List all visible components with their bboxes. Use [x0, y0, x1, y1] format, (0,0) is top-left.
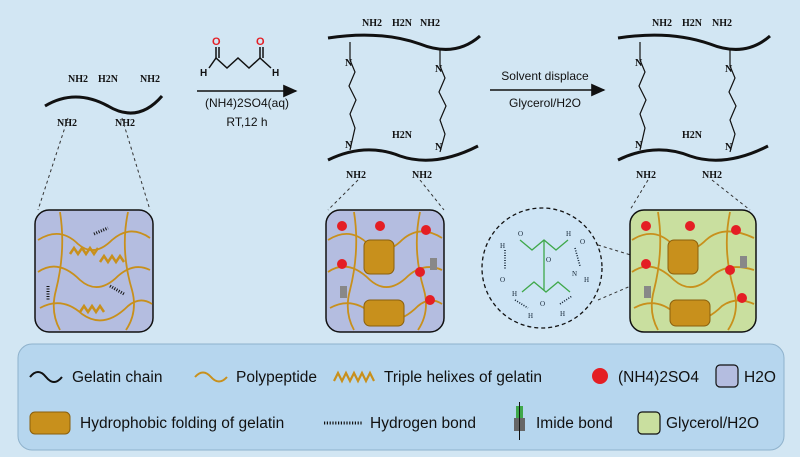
svg-text:H: H	[528, 312, 533, 320]
legend-polypeptide: Polypeptide	[194, 369, 317, 386]
svg-text:H: H	[560, 310, 565, 318]
nh2-label: NH2	[420, 18, 440, 29]
svg-text:O: O	[212, 36, 221, 48]
network-box-salt	[325, 209, 445, 333]
crosslinked-gelatin-1: NH2 H2N NH2 H2N NH2 NH2 N N N N	[327, 18, 481, 181]
legend-triple-helix: Triple helixes of gelatin	[333, 369, 542, 386]
svg-text:H: H	[584, 276, 589, 284]
crosslinked-gelatin-2: NH2 H2N NH2 H2N NH2 NH2 N N N N	[617, 18, 771, 181]
h2n-label: H2N	[392, 18, 413, 29]
legend-salt: (NH4)2SO4	[592, 368, 699, 386]
svg-text:Imide bond: Imide bond	[536, 415, 613, 432]
svg-text:O: O	[500, 276, 505, 284]
svg-text:N: N	[725, 142, 733, 153]
svg-text:N: N	[435, 64, 443, 75]
legend-glycerol-water: Glycerol/H2O	[637, 411, 759, 435]
nh2-label: NH2	[57, 118, 77, 129]
nh2-label: NH2	[362, 18, 382, 29]
legend-gelatin-chain: Gelatin chain	[29, 369, 162, 386]
nh2-label: NH2	[115, 118, 135, 129]
reaction-arrow-2: Solvent displace Glycerol/H2O	[490, 69, 606, 110]
svg-text:H: H	[200, 68, 207, 79]
nh2-label: NH2	[636, 170, 656, 181]
svg-text:Triple helixes of gelatin: Triple helixes of gelatin	[384, 369, 542, 386]
h2n-label: H2N	[392, 130, 413, 141]
nh2-label: NH2	[702, 170, 722, 181]
hydrogen-bond-lines	[504, 247, 581, 309]
h2n-label: H2N	[98, 74, 119, 85]
legend: Gelatin chain Polypeptide Triple helixes…	[17, 343, 785, 451]
svg-text:Polypeptide: Polypeptide	[236, 369, 317, 386]
svg-text:Hydrogen bond: Hydrogen bond	[370, 415, 476, 432]
svg-text:N: N	[345, 58, 353, 69]
zoom-guide-lines	[37, 117, 751, 211]
condition-label: RT,12 h	[226, 115, 267, 129]
svg-text:N: N	[572, 270, 577, 278]
svg-text:N: N	[435, 142, 443, 153]
step2-label: Solvent displace	[501, 69, 589, 83]
legend-water: H2O	[715, 364, 776, 388]
hydrogen-bond-zoom: O H H O N H O H O H H O	[481, 207, 655, 329]
svg-text:N: N	[725, 64, 733, 75]
svg-text:H2O: H2O	[744, 369, 776, 386]
nh2-label: NH2	[346, 170, 366, 181]
svg-text:O: O	[256, 36, 265, 48]
svg-text:Gelatin chain: Gelatin chain	[72, 369, 162, 386]
nh2-label: NH2	[140, 74, 160, 85]
h2n-label: H2N	[682, 130, 703, 141]
reagent-label: (NH4)2SO4(aq)	[205, 96, 289, 110]
network-box-water	[34, 209, 154, 333]
svg-text:H: H	[272, 68, 279, 79]
h2n-label: H2N	[682, 18, 703, 29]
legend-imide-bond: Imide bond	[514, 402, 613, 440]
nh2-label: NH2	[712, 18, 732, 29]
reaction-arrow-1: O O H H (NH4)2SO4(aq) RT,12 h	[197, 36, 298, 129]
nh2-label: NH2	[652, 18, 672, 29]
legend-hydrophobic-folding: Hydrophobic folding of gelatin	[29, 411, 284, 435]
svg-text:H: H	[512, 290, 517, 298]
svg-text:O: O	[518, 230, 523, 238]
svg-text:N: N	[345, 140, 353, 151]
svg-text:H: H	[566, 230, 571, 238]
svg-text:Glycerol/H2O: Glycerol/H2O	[666, 415, 759, 432]
nh2-label: NH2	[68, 74, 88, 85]
svg-text:N: N	[635, 58, 643, 69]
step2-solvent-label: Glycerol/H2O	[509, 96, 581, 110]
glutaraldehyde-structure: O O H H	[200, 36, 279, 79]
legend-hydrogen-bond: Hydrogen bond	[324, 415, 476, 432]
svg-text:O: O	[546, 256, 551, 264]
svg-text:O: O	[580, 238, 585, 246]
network-box-glycerol	[629, 209, 757, 333]
gelatin-chain-molecule: NH2 H2N NH2 NH2 NH2	[44, 74, 164, 129]
svg-text:O: O	[540, 300, 545, 308]
nh2-label: NH2	[412, 170, 432, 181]
svg-text:(NH4)2SO4: (NH4)2SO4	[618, 369, 699, 386]
svg-text:N: N	[635, 140, 643, 151]
svg-text:H: H	[500, 242, 505, 250]
svg-text:Hydrophobic folding of gelatin: Hydrophobic folding of gelatin	[80, 415, 284, 432]
